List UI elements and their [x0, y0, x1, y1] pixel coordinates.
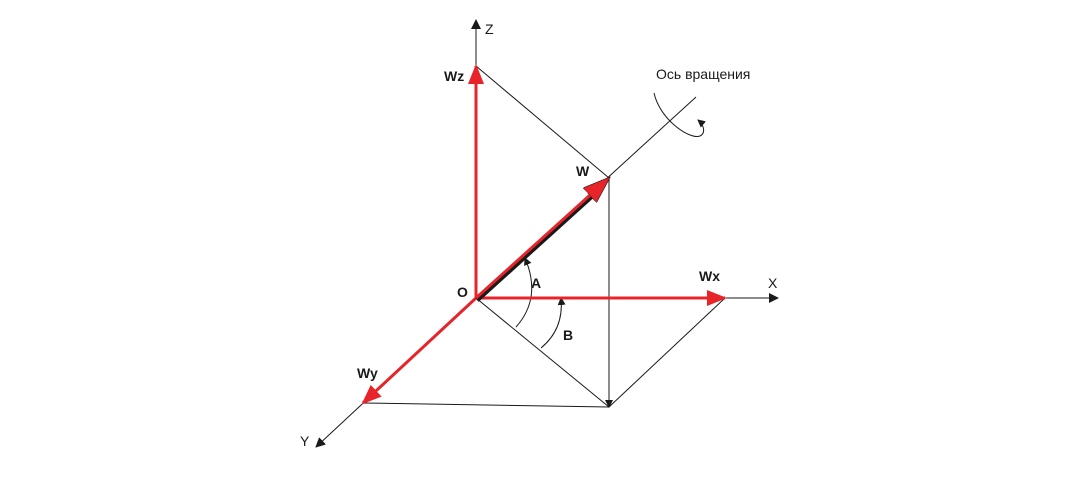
projection-wy-to-base — [362, 402, 610, 408]
angle-a-arc — [515, 257, 533, 328]
projection-wx-to-base — [608, 297, 726, 408]
rotation-axis-label: Ось вращения — [656, 66, 750, 82]
rotation-indicator-arc — [653, 92, 706, 137]
w-vector-shadow — [475, 184, 605, 302]
w-label: W — [576, 163, 590, 179]
w-vector — [474, 178, 609, 300]
angle-a-label: A — [531, 275, 541, 291]
wz-label: Wz — [444, 68, 464, 84]
projection-o-to-base — [475, 297, 610, 408]
x-axis-label: X — [768, 275, 778, 291]
wy-label: Wy — [357, 365, 378, 381]
y-axis-label: Y — [300, 433, 310, 449]
wx-label: Wx — [699, 268, 720, 284]
projection-wz-to-w — [475, 65, 610, 179]
wy-vector — [361, 296, 478, 405]
origin-label: O — [457, 284, 468, 300]
z-axis-label: Z — [485, 21, 494, 37]
angle-b-label: B — [563, 327, 573, 343]
angle-b-arc — [540, 297, 566, 349]
